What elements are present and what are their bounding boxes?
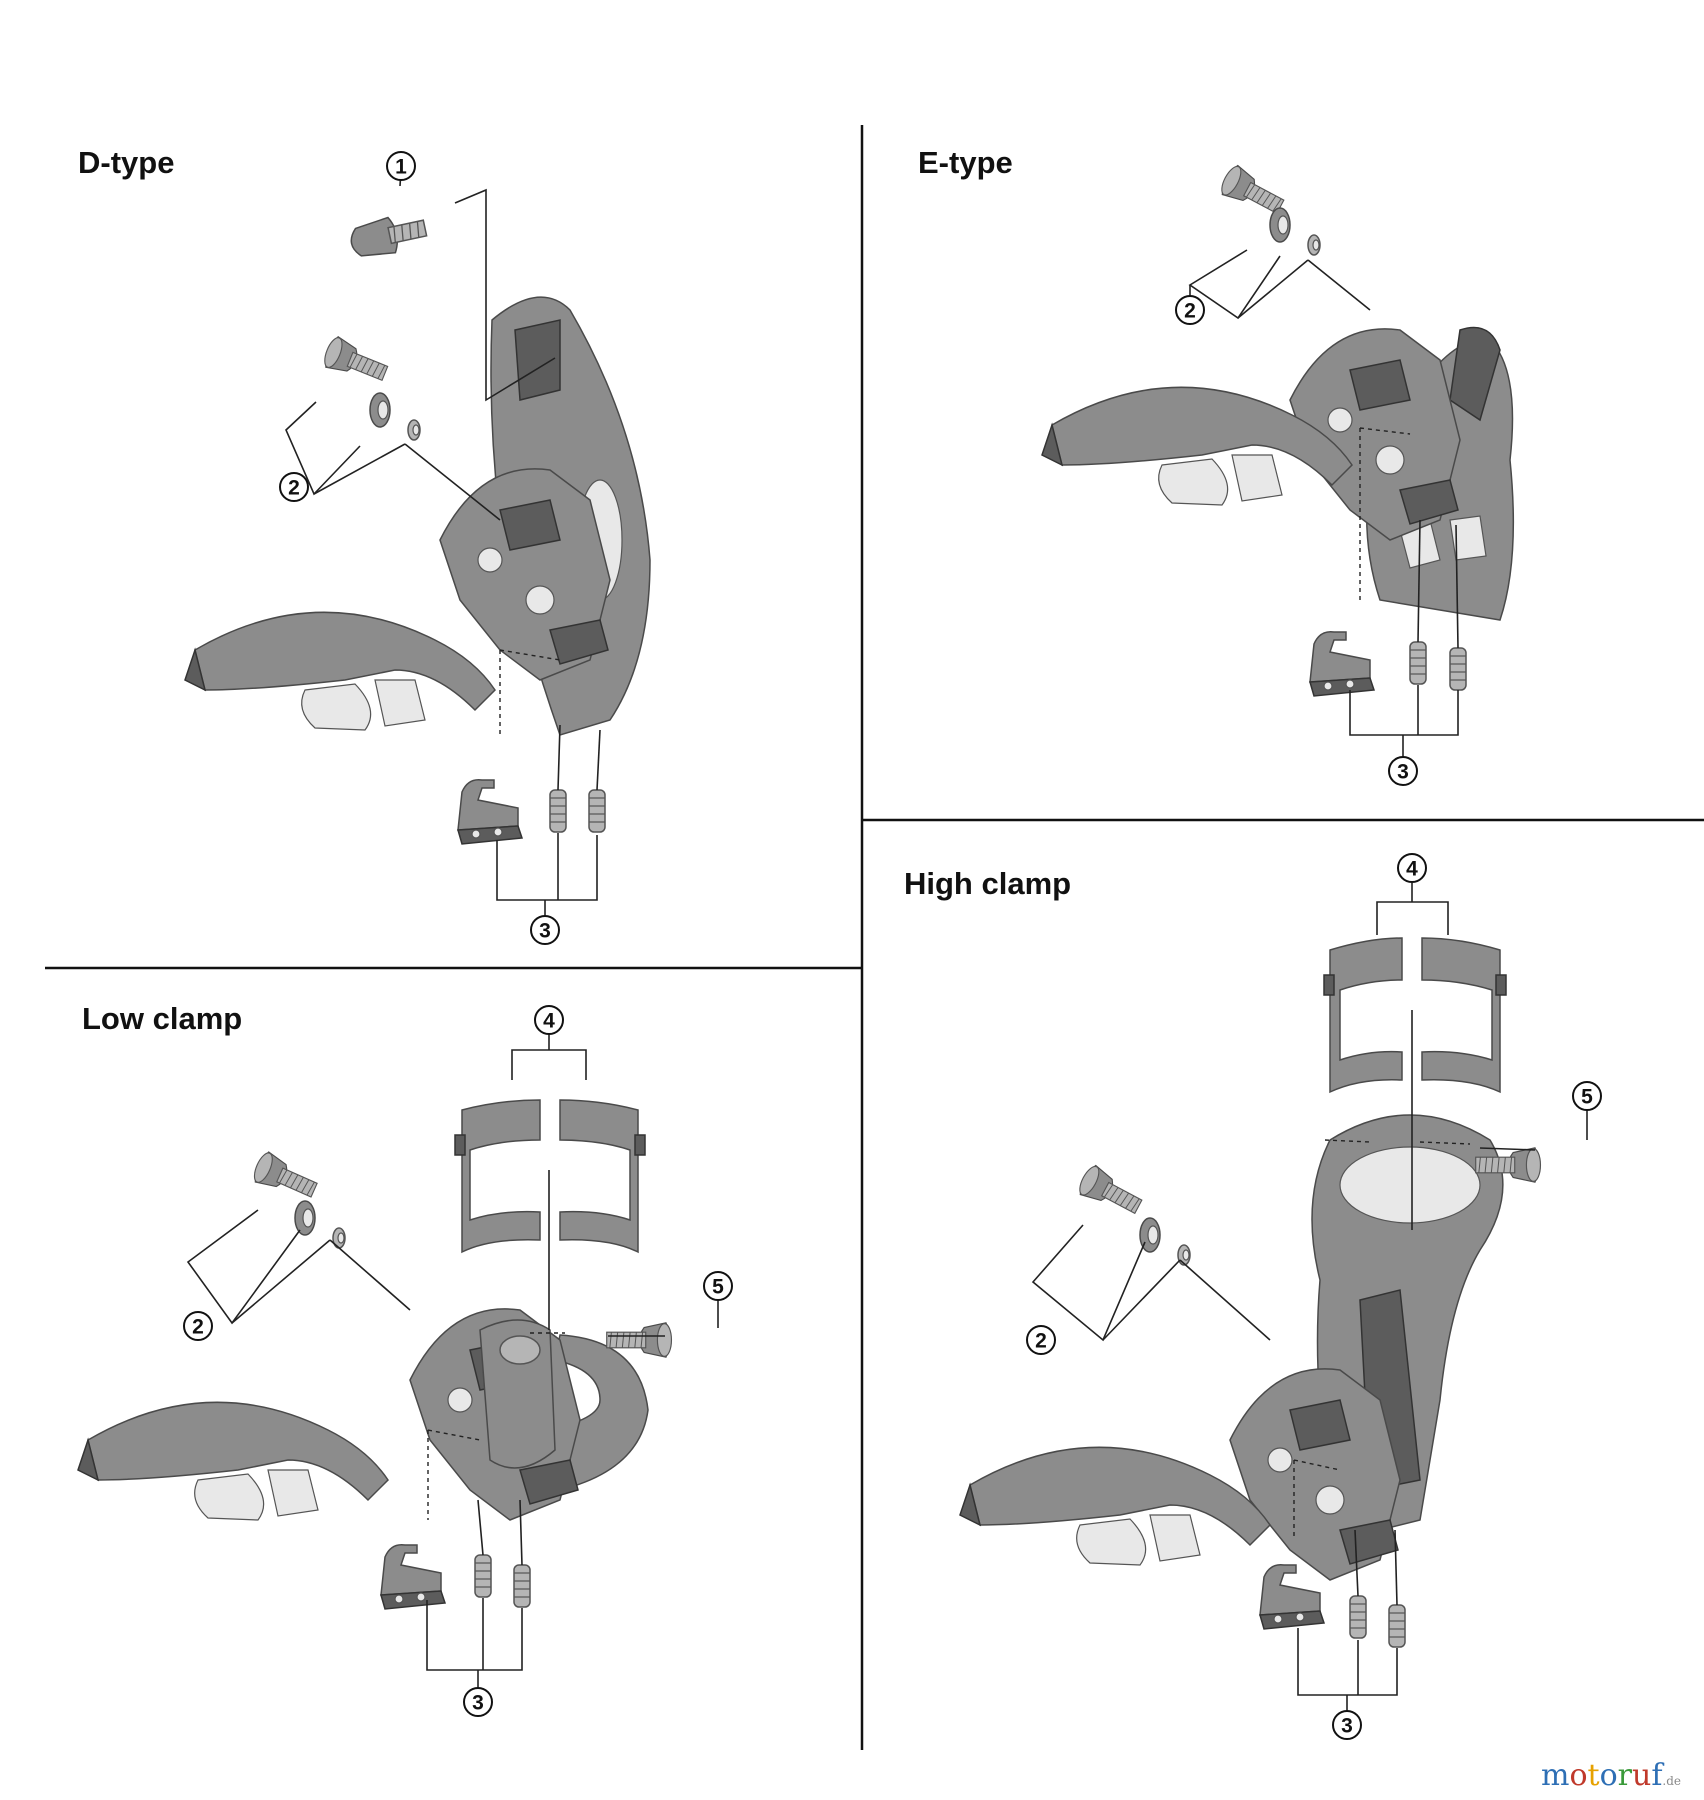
fixing-bolt-part — [249, 1149, 322, 1206]
chain-guide-part — [184, 611, 496, 731]
band-adapter-part — [454, 1099, 646, 1254]
svg-text:4: 4 — [543, 1010, 555, 1033]
spring-part — [474, 1554, 492, 1598]
cable-fixing-bolt-part — [350, 216, 428, 257]
cable-plate-part — [380, 1544, 446, 1610]
watermark-letter: o — [1600, 1758, 1618, 1793]
svg-text:1: 1 — [395, 156, 407, 179]
band-adapter-part — [1323, 937, 1507, 1094]
watermark-letter: u — [1632, 1758, 1651, 1793]
svg-text:3: 3 — [1397, 761, 1409, 784]
chain-guide-part — [77, 1401, 389, 1521]
callout-2: 2 — [1026, 1325, 1056, 1355]
svg-text:4: 4 — [1406, 858, 1418, 881]
watermark-letter: f — [1651, 1758, 1664, 1793]
e-type-panel: E-type 2 3 — [918, 145, 1515, 786]
callout-3: 3 — [463, 1687, 493, 1717]
watermark-letter: t — [1588, 1758, 1600, 1793]
d-type-panel: D-type — [78, 145, 651, 945]
spring-part — [588, 789, 606, 833]
spring-part — [1349, 1595, 1367, 1639]
cable-plate-part — [1309, 631, 1375, 697]
callout-5: 5 — [1572, 1081, 1602, 1111]
svg-text:2: 2 — [288, 477, 300, 500]
svg-text:2: 2 — [1035, 1330, 1047, 1353]
callout-3: 3 — [530, 915, 560, 945]
callout-2: 2 — [279, 472, 309, 502]
watermark-letter: o — [1569, 1758, 1587, 1793]
callout-4: 4 — [534, 1005, 564, 1035]
washer-part — [1269, 207, 1321, 256]
fixing-bolt-part — [320, 334, 392, 390]
low-clamp-panel: Low clamp — [77, 1001, 733, 1717]
spring-part — [1409, 641, 1427, 685]
washer-part — [294, 1200, 346, 1249]
panel-title: E-type — [918, 145, 1013, 180]
watermark-letter: r — [1618, 1758, 1633, 1793]
spring-part — [1388, 1604, 1406, 1648]
callout-3: 3 — [1388, 756, 1418, 786]
svg-text:5: 5 — [712, 1276, 724, 1299]
fixing-bolt-part — [1075, 1162, 1147, 1222]
watermark-suffix: .de — [1662, 1774, 1681, 1788]
watermark-letter: m — [1541, 1758, 1569, 1793]
callout-3: 3 — [1332, 1710, 1362, 1740]
svg-text:3: 3 — [1341, 1715, 1353, 1738]
spring-part — [513, 1564, 531, 1608]
high-clamp-panel: High clamp — [904, 853, 1602, 1740]
svg-text:2: 2 — [192, 1316, 204, 1339]
svg-text:3: 3 — [472, 1692, 484, 1715]
derailleur-body-part — [1229, 1368, 1401, 1581]
callout-5: 5 — [703, 1271, 733, 1301]
chain-guide-part — [959, 1446, 1271, 1566]
svg-text:3: 3 — [539, 920, 551, 943]
panel-title: D-type — [78, 145, 174, 180]
cable-plate-part — [457, 779, 523, 845]
spring-part — [549, 789, 567, 833]
callout-2: 2 — [183, 1311, 213, 1341]
svg-text:5: 5 — [1581, 1086, 1593, 1109]
panel-title: High clamp — [904, 866, 1071, 901]
cable-plate-part — [1259, 1564, 1325, 1630]
watermark: motoruf.de — [1541, 1758, 1681, 1793]
panel-title: Low clamp — [82, 1001, 242, 1036]
washer-part — [1139, 1217, 1191, 1266]
clamp-body-part — [479, 1319, 556, 1469]
derailleur-body-part — [439, 468, 611, 681]
washer-part — [369, 392, 421, 441]
callout-1: 1 — [386, 151, 416, 181]
callout-4: 4 — [1397, 853, 1427, 883]
spring-part — [1449, 647, 1467, 691]
svg-text:2: 2 — [1184, 300, 1196, 323]
callout-2: 2 — [1175, 295, 1205, 325]
